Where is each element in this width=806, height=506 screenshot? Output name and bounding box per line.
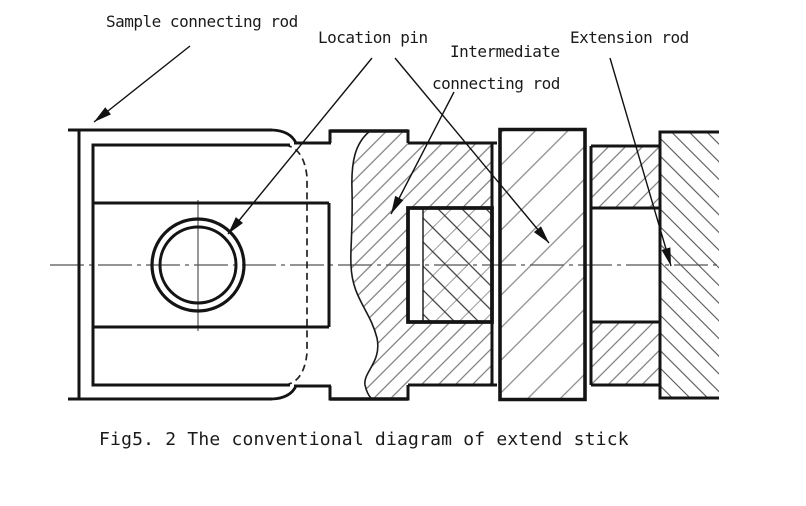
section-hatching bbox=[350, 130, 719, 399]
hidden-rounded-end bbox=[284, 144, 308, 386]
label-sample-connecting-rod: Sample connecting rod bbox=[106, 12, 298, 31]
label-location-pin: Location pin bbox=[318, 28, 428, 47]
leader-location-pin-to-block bbox=[394, 57, 550, 244]
label-intermediate-line1: Intermediate bbox=[450, 42, 560, 61]
break-wavy-line bbox=[350, 130, 379, 399]
extension-rod-outline bbox=[589, 130, 719, 400]
location-pin-hole bbox=[150, 217, 246, 313]
leader-location-pin-to-hole bbox=[227, 57, 373, 235]
label-intermediate-line2: connecting rod bbox=[432, 74, 560, 93]
leader-lines bbox=[93, 45, 672, 267]
leader-intermediate-rod bbox=[390, 91, 455, 215]
leader-sample-rod bbox=[93, 45, 191, 123]
pin-block-outline bbox=[498, 127, 587, 402]
leader-extension-rod bbox=[609, 57, 672, 267]
sample-connecting-rod-outline bbox=[68, 128, 332, 401]
figure-caption: Fig5. 2 The conventional diagram of exte… bbox=[99, 429, 629, 450]
label-extension-rod: Extension rod bbox=[570, 28, 689, 47]
